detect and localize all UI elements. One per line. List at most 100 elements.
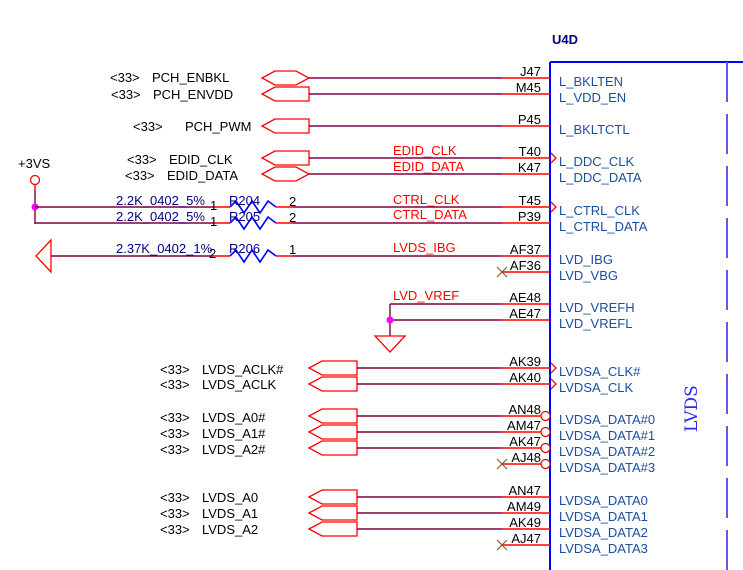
pin-number: AK39: [509, 354, 541, 369]
pin-name: LVD_VREFL: [559, 316, 632, 331]
port-label-lvds-a1-n: LVDS_A1#: [202, 426, 266, 441]
component-body[interactable]: [549, 61, 743, 570]
port-sheet-ref: <33>: [110, 70, 140, 85]
no-connect-icon: [496, 458, 508, 470]
resistor-value: 2.2K_0402_5%: [116, 193, 205, 208]
port-in-pch-envdd[interactable]: [260, 86, 310, 102]
net-label-edid-clk: EDID_CLK: [393, 143, 457, 158]
port-label-pch-pwm: PCH_PWM: [185, 119, 251, 134]
port-label-lvds-a0-n: LVDS_A0#: [202, 410, 266, 425]
pin-name: LVDSA_DATA3: [559, 541, 648, 556]
pin-number: AJ47: [511, 531, 541, 546]
net-label-edid-data: EDID_DATA: [393, 159, 464, 174]
no-connect-icon: [496, 266, 508, 278]
port-sheet-ref: <33>: [160, 522, 190, 537]
pin-number: AF37: [510, 242, 541, 257]
port-in-lvds-a0-n[interactable]: [307, 408, 358, 424]
resistor-r206-icon[interactable]: [229, 248, 277, 264]
pin-number: T40: [519, 144, 541, 159]
port-label-lvds-aclk: LVDS_ACLK: [202, 377, 277, 392]
component-pins: J47L_BKLTENM45L_VDD_ENP45L_BKLTCTLT40L_D…: [496, 64, 655, 556]
pin-name: LVDSA_CLK: [559, 380, 634, 395]
port-in-pch-pwm[interactable]: [260, 118, 310, 134]
port-bidir-pch-enbkl[interactable]: [260, 70, 311, 86]
pin-name: L_CTRL_DATA: [559, 219, 648, 234]
port-sheet-ref: <33>: [111, 87, 141, 102]
port-bidir-edid-data[interactable]: [260, 166, 311, 182]
resistor-r204-icon[interactable]: [229, 199, 277, 215]
port-in-edid-clk[interactable]: [260, 150, 310, 166]
power-port-icon: [29, 174, 41, 186]
inversion-bubble-icon: [540, 426, 551, 438]
port-in-lvds-aclk[interactable]: [307, 376, 358, 392]
net-label-ctrl-clk: CTRL_CLK: [393, 192, 460, 207]
port-label-lvds-a2: LVDS_A2: [202, 522, 258, 537]
pin-number: M45: [516, 80, 541, 95]
port-sheet-ref: <33>: [127, 152, 157, 167]
no-connect-icon: [496, 539, 508, 551]
pin-name: LVDSA_CLK#: [559, 364, 641, 379]
pin-name: L_DDC_DATA: [559, 170, 642, 185]
port-in-lvds-a2[interactable]: [307, 521, 358, 537]
port-in-lvds-a0[interactable]: [307, 489, 358, 505]
resistor-ref: R204: [229, 193, 260, 208]
pin-number: J47: [520, 64, 541, 79]
net-label-lvds-ibg: LVDS_IBG: [393, 240, 456, 255]
port-sheet-ref: <33>: [160, 377, 190, 392]
pin-name: LVD_VREFH: [559, 300, 635, 315]
resistor-r205-icon[interactable]: [229, 215, 277, 231]
inversion-bubble-icon: [540, 410, 551, 422]
inversion-bubble-icon: [540, 442, 551, 454]
pin-number: AN47: [508, 483, 541, 498]
pin-name: LVD_VBG: [559, 268, 618, 283]
clock-marker-icon: [550, 362, 557, 374]
pin-number: AK40: [509, 370, 541, 385]
component-ref: U4D: [552, 32, 578, 47]
port-sheet-ref: <33>: [160, 442, 190, 457]
port-sheet-ref: <33>: [160, 426, 190, 441]
port-in-lvds-a1-n[interactable]: [307, 424, 358, 440]
port-sheet-ref: <33>: [125, 168, 155, 183]
pin-name: LVDSA_DATA#2: [559, 444, 655, 459]
port-in-lvds-a2-n[interactable]: [307, 440, 358, 456]
pin-name: LVDSA_DATA1: [559, 509, 648, 524]
pin-number: P39: [518, 209, 541, 224]
pin-number: AM49: [507, 499, 541, 514]
port-label-edid-clk: EDID_CLK: [169, 152, 233, 167]
port-sheet-ref: <33>: [160, 362, 190, 377]
port-in-lvds-aclk-n[interactable]: [307, 360, 358, 376]
pin-number: AJ48: [511, 450, 541, 465]
pin-number: AK49: [509, 515, 541, 530]
resistor-pin-num: 2: [289, 194, 296, 209]
port-label-pch-enbkl: PCH_ENBKL: [152, 70, 229, 85]
port-in-lvds-a1[interactable]: [307, 505, 358, 521]
port-sheet-ref: <33>: [160, 490, 190, 505]
pin-name: L_BKLTCTL: [559, 122, 630, 137]
port-sheet-ref: <33>: [133, 119, 163, 134]
port-label-lvds-aclk-n: LVDS_ACLK#: [202, 362, 284, 377]
clock-marker-icon: [550, 152, 557, 164]
resistor-pin-num: 1: [210, 198, 217, 213]
